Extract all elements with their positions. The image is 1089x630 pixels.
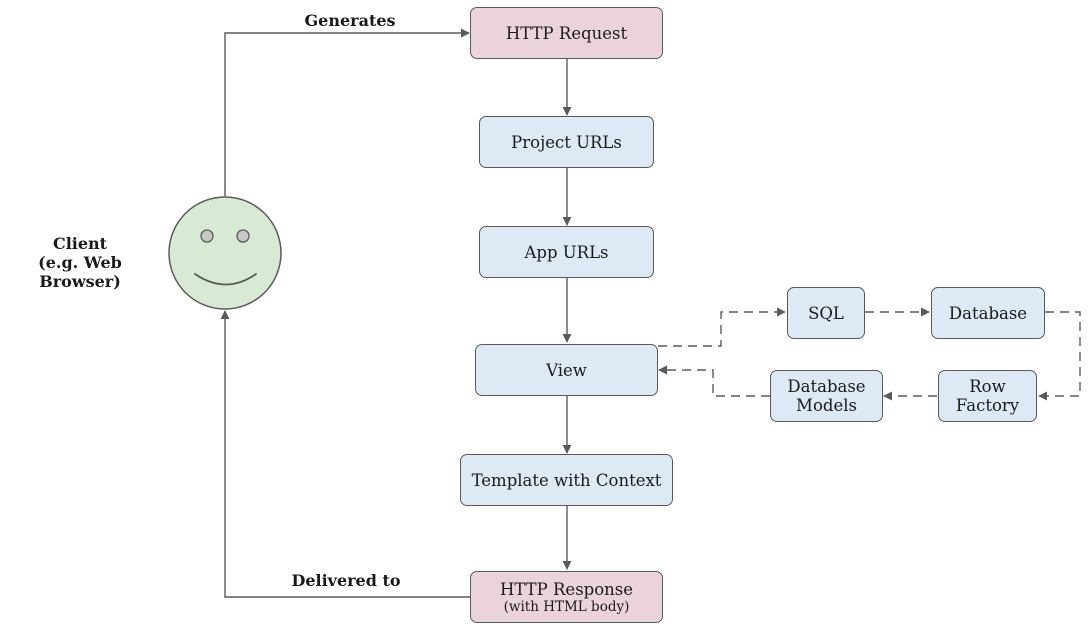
node-project-urls: Project URLs: [479, 116, 654, 168]
node-project-urls-label: Project URLs: [511, 132, 622, 152]
node-database-models: Database Models: [770, 370, 883, 422]
node-sql-label: SQL: [808, 303, 844, 323]
node-view: View: [475, 344, 658, 396]
edge-database-to-row-factory: [1038, 311, 1081, 401]
node-app-urls: App URLs: [479, 226, 654, 278]
node-row-factory: Row Factory: [938, 370, 1037, 422]
node-database-models-line1: Database: [787, 377, 866, 396]
label-generates: Generates: [304, 11, 396, 30]
node-http-request: HTTP Request: [470, 7, 663, 59]
node-database-label: Database: [948, 303, 1028, 323]
node-app-urls-label: App URLs: [524, 242, 609, 262]
node-http-request-label: HTTP Request: [505, 23, 628, 43]
node-http-response-sublabel: (with HTML body): [503, 598, 630, 615]
node-database-models-line2: Models: [796, 396, 857, 415]
label-client: Client (e.g. Web Browser): [0, 234, 160, 291]
node-row-factory-line2: Factory: [955, 396, 1020, 415]
label-client-title: Client: [52, 234, 108, 253]
node-template-with-context: Template with Context: [460, 454, 673, 506]
node-view-label: View: [546, 360, 587, 380]
node-database: Database: [931, 287, 1045, 339]
label-client-subtitle: (e.g. Web Browser): [38, 253, 122, 291]
edge-response-to-client: [220, 310, 470, 598]
client-smiley-icon: [168, 196, 282, 310]
edge-client-to-request: [224, 28, 470, 196]
node-http-response: HTTP Response (with HTML body): [470, 571, 663, 623]
edge-models-to-view: [658, 365, 770, 397]
node-http-response-label: HTTP Response: [499, 579, 634, 599]
node-sql: SQL: [787, 287, 865, 339]
node-row-factory-line1: Row: [969, 377, 1006, 396]
node-template-label: Template with Context: [471, 470, 662, 490]
label-delivered-to: Delivered to: [291, 571, 401, 590]
edge-view-to-sql: [658, 307, 786, 347]
